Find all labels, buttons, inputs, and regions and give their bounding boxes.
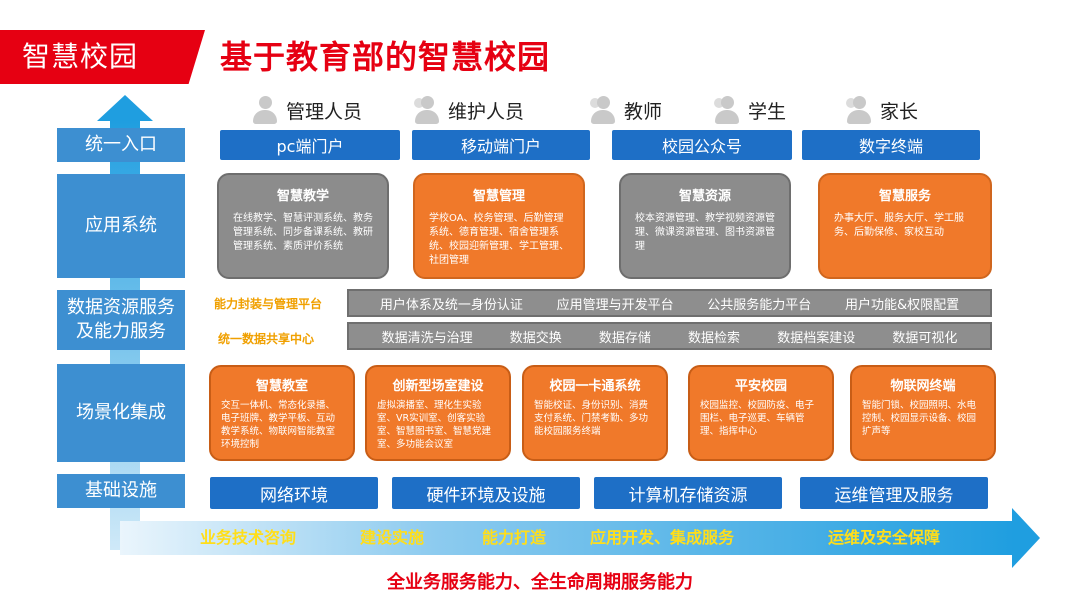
app-card-title: 智慧教学 (276, 189, 329, 204)
platform-item: 数据存储 (598, 330, 651, 346)
persona-maintainer: 维护人员 (414, 92, 524, 128)
platform-item: 应用管理与开发平台 (556, 297, 674, 313)
scene-card-title: 创新型场室建设 (392, 379, 484, 394)
scene-card-iot[interactable]: 物联网终端 智能门锁、校园照明、水电控制、校园显示设备、校园扩声等 (850, 365, 996, 461)
platform-item: 用户体系及统一身份认证 (379, 297, 523, 313)
persona-label: 维护人员 (448, 100, 525, 123)
platform-row2-tag: 统一数据共享中心 (218, 332, 315, 346)
scene-card-innovation[interactable]: 创新型场室建设 虚拟演播室、理化生实验室、VR实训室、创客实验室、智慧图书室、智… (365, 365, 511, 461)
platform-row1-tag: 能力封装与管理平台 (214, 297, 323, 311)
portal-pc[interactable]: pc端门户 (220, 130, 400, 160)
scene-card-card-system[interactable]: 校园一卡通系统 智能校证、身份识别、消费支付系统、门禁考勤、多功能校园服务终端 (522, 365, 668, 461)
persona-parent: 家长 (846, 92, 918, 128)
service-arrow-shaft (120, 521, 1015, 555)
portal-terminal[interactable]: 数字终端 (802, 130, 980, 160)
scene-card-classroom[interactable]: 智慧教室 交互一体机、常态化录播、电子班牌、教学平板、互动教学系统、物联网智能教… (209, 365, 355, 461)
app-card-desc: 在线教学、智慧评测系统、教务管理系统、同步备课系统、教研管理系统、素质评价系统 (233, 213, 373, 252)
scene-card-desc: 智能门锁、校园照明、水电控制、校园显示设备、校园扩声等 (862, 400, 977, 437)
users-icon (714, 95, 740, 125)
layer-entry: 统一入口 (57, 128, 185, 162)
portal-wechat[interactable]: 校园公众号 (612, 130, 792, 160)
layer-apps: 应用系统 (57, 174, 185, 278)
infra-hardware[interactable]: 硬件环境及设施 (392, 477, 580, 509)
persona-label: 学生 (748, 100, 787, 123)
users-icon (414, 95, 440, 125)
layer-scene: 场景化集成 (57, 364, 185, 462)
scene-card-desc: 交互一体机、常态化录播、电子班牌、教学平板、互动教学系统、物联网智能教室环境控制 (221, 400, 336, 450)
layer-infra: 基础设施 (57, 474, 185, 508)
scene-card-title: 智慧教室 (255, 379, 308, 394)
scene-card-desc: 校园监控、校园防疫、电子围栏、电子巡更、车辆管理、指挥中心 (700, 400, 815, 437)
platform-item: 用户功能&权限配置 (845, 297, 960, 313)
platform-item: 数据档案建设 (777, 330, 856, 346)
app-card-title: 智慧管理 (472, 189, 525, 204)
app-card-desc: 校本资源管理、教学视频资源管理、微课资源管理、图书资源管理 (635, 213, 775, 252)
app-card-title: 智慧服务 (878, 189, 931, 204)
app-card-resources[interactable]: 智慧资源 校本资源管理、教学视频资源管理、微课资源管理、图书资源管理 (619, 173, 791, 279)
service-capability: 能力打造 (482, 528, 547, 547)
persona-teacher: 教师 (590, 92, 662, 128)
scene-card-title: 校园一卡通系统 (549, 379, 641, 394)
up-arrow-icon (97, 95, 153, 121)
app-card-teaching[interactable]: 智慧教学 在线教学、智慧评测系统、教务管理系统、同步备课系统、教研管理系统、素质… (217, 173, 389, 279)
user-icon (252, 95, 278, 125)
footer-tagline: 全业务服务能力、全生命周期服务能力 (387, 572, 693, 593)
scene-card-desc: 智能校证、身份识别、消费支付系统、门禁考勤、多功能校园服务终端 (534, 400, 649, 437)
platform-item: 数据可视化 (892, 330, 958, 346)
persona-label: 家长 (880, 100, 919, 123)
users-icon (590, 95, 616, 125)
service-consulting: 业务技术咨询 (200, 528, 297, 547)
header-banner (0, 30, 205, 84)
platform-row-capability: 用户体系及统一身份认证 应用管理与开发平台 公共服务能力平台 用户功能&权限配置 (347, 289, 992, 317)
header-tag: 智慧校园 (22, 40, 139, 73)
scene-card-safety[interactable]: 平安校园 校园监控、校园防疫、电子围栏、电子巡更、车辆管理、指挥中心 (688, 365, 834, 461)
right-arrow-icon (1012, 508, 1040, 568)
platform-row-data: 数据清洗与治理 数据交换 数据存储 数据检索 数据档案建设 数据可视化 (347, 322, 992, 350)
platform-item: 数据交换 (509, 330, 562, 346)
app-card-title: 智慧资源 (678, 189, 731, 204)
service-development: 应用开发、集成服务 (590, 528, 735, 547)
scene-card-title: 平安校园 (734, 379, 787, 394)
app-card-desc: 办事大厅、服务大厅、学工服务、后勤保修、家校互动 (834, 213, 964, 238)
infra-operations[interactable]: 运维管理及服务 (800, 477, 988, 509)
app-card-desc: 学校OA、校务管理、后勤管理系统、德育管理、宿舍管理系统、校园迎新管理、学工管理… (429, 213, 569, 266)
platform-item: 数据检索 (688, 330, 741, 346)
platform-item: 数据清洗与治理 (381, 330, 473, 346)
page-title: 基于教育部的智慧校园 (220, 38, 551, 76)
layer-data: 数据资源服务 及能力服务 (57, 290, 185, 350)
scene-card-desc: 虚拟演播室、理化生实验室、VR实训室、创客实验室、智慧图书室、智慧党建室、多功能… (377, 400, 492, 450)
scene-card-title: 物联网终端 (890, 379, 956, 394)
app-card-management[interactable]: 智慧管理 学校OA、校务管理、后勤管理系统、德育管理、宿舍管理系统、校园迎新管理… (413, 173, 585, 279)
infra-storage[interactable]: 计算机存储资源 (594, 477, 782, 509)
persona-label: 管理人员 (286, 100, 363, 123)
persona-label: 教师 (624, 100, 663, 123)
app-card-service[interactable]: 智慧服务 办事大厅、服务大厅、学工服务、后勤保修、家校互动 (818, 173, 992, 279)
service-implementation: 建设实施 (360, 528, 425, 547)
infra-network[interactable]: 网络环境 (210, 477, 378, 509)
service-security: 运维及安全保障 (828, 528, 941, 547)
portal-mobile[interactable]: 移动端门户 (412, 130, 590, 160)
persona-student: 学生 (714, 92, 786, 128)
users-icon (846, 95, 872, 125)
persona-admin: 管理人员 (252, 92, 362, 128)
platform-item: 公共服务能力平台 (707, 297, 812, 313)
